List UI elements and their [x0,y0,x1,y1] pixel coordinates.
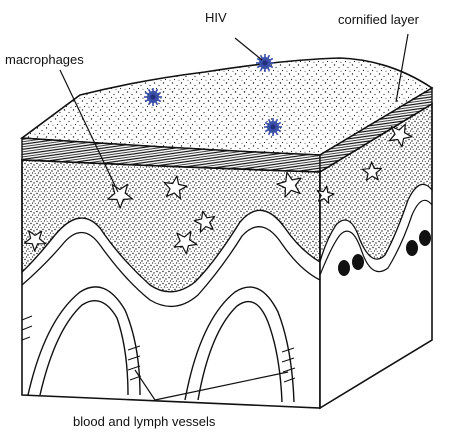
vessels-label: blood and lymph vessels [73,414,216,429]
hiv-label: HIV [205,10,227,25]
hiv-pointer [235,38,262,60]
cornified-layer-label: cornified layer [338,12,420,27]
macrophages-label: macrophages [5,52,84,67]
